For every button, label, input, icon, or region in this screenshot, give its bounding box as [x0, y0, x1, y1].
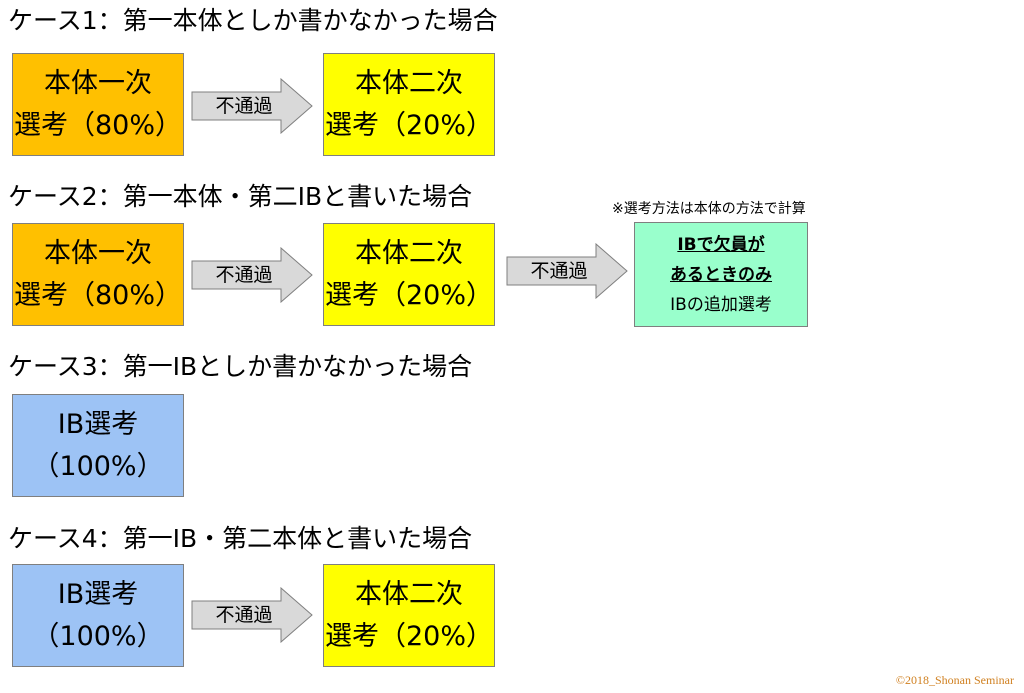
- box-line1: IB選考: [57, 578, 139, 610]
- fail-arrow: 不通過: [506, 243, 628, 299]
- box-line2: 選考（20%）: [324, 279, 493, 311]
- fail-arrow: 不通過: [191, 587, 313, 643]
- main-first-box: 本体一次選考（80%）: [12, 223, 184, 326]
- ib-box: IB選考 （100%）: [12, 564, 184, 667]
- box-line2: 選考（20%）: [324, 620, 493, 652]
- box-line1: 本体一次: [44, 237, 152, 269]
- box-line2: （100%）: [32, 450, 164, 482]
- box-line1: 本体二次: [355, 237, 463, 269]
- box-line3: IBの追加選考: [670, 294, 772, 315]
- case1-title: ケース1：第一本体としか書かなかった場合: [8, 6, 498, 35]
- arrow-label: 不通過: [215, 604, 273, 626]
- fail-arrow: 不通過: [191, 78, 313, 134]
- main-second-box: 本体二次選考（20%）: [323, 564, 495, 667]
- ib-box: IB選考 （100%）: [12, 394, 184, 497]
- box-line1: 本体二次: [355, 67, 463, 99]
- case4-title: ケース4：第一IB・第二本体と書いた場合: [8, 524, 473, 553]
- box-line2: 選考（80%）: [13, 279, 182, 311]
- main-second-box: 本体二次選考（20%）: [323, 223, 495, 326]
- box-line1: 本体一次: [44, 67, 152, 99]
- ib-additional-box: IBで欠員があるときのみ IBの追加選考: [634, 222, 808, 327]
- arrow-label: 不通過: [215, 95, 273, 117]
- box-line1: 本体二次: [355, 578, 463, 610]
- fail-arrow: 不通過: [191, 247, 313, 303]
- copyright: ©2018_Shonan Seminar: [895, 673, 1014, 687]
- case2-title: ケース2：第一本体・第二IBと書いた場合: [8, 182, 473, 211]
- main-second-box: 本体二次選考（20%）: [323, 53, 495, 156]
- box-line2: 選考（80%）: [13, 109, 182, 141]
- box-line2: あるときのみ: [670, 264, 772, 285]
- box-line2: （100%）: [32, 620, 164, 652]
- arrow-label: 不通過: [530, 260, 588, 282]
- box-line1: IBで欠員が: [677, 234, 765, 255]
- box-line1: IB選考: [57, 408, 139, 440]
- note: ※選考方法は本体の方法で計算: [612, 201, 806, 217]
- case3-title: ケース3：第一IBとしか書かなかった場合: [8, 352, 473, 381]
- box-line2: 選考（20%）: [324, 109, 493, 141]
- arrow-label: 不通過: [215, 264, 273, 286]
- main-first-box: 本体一次選考（80%）: [12, 53, 184, 156]
